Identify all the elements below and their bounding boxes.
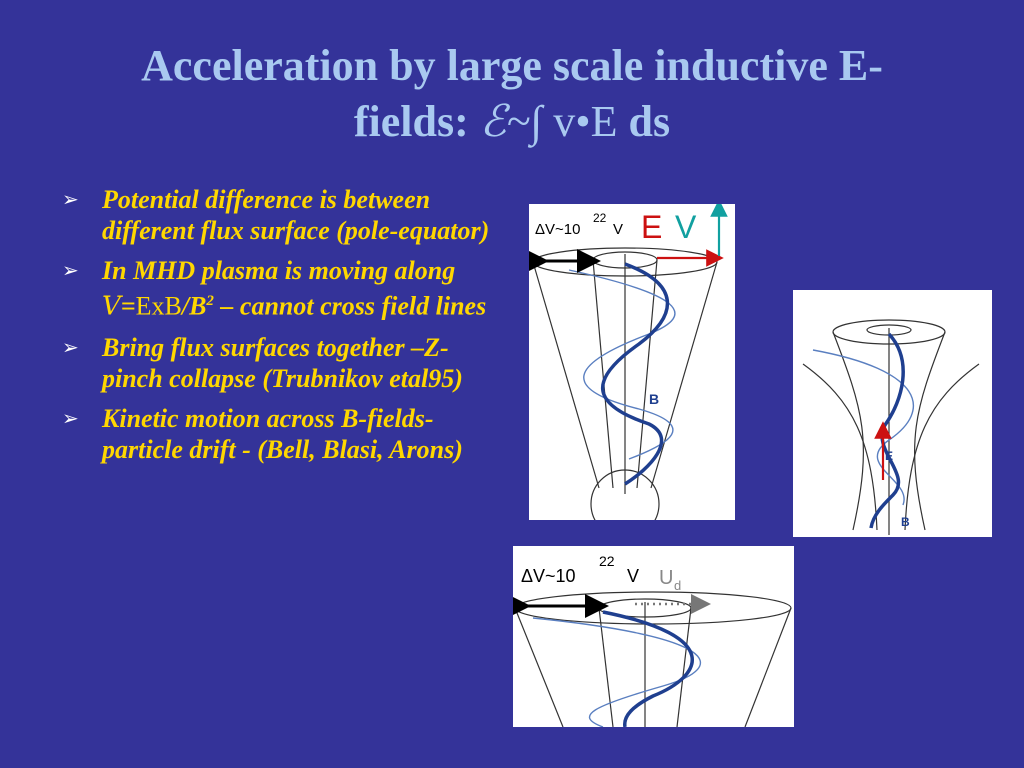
title-line-1: Acceleration by large scale inductive E- <box>141 41 883 90</box>
dv-label: ΔV~10 <box>535 221 580 238</box>
bullet-item: ➢ Bring flux surfaces together –Z-pinch … <box>62 332 502 394</box>
title-ds: ds <box>628 97 671 146</box>
slide-title: Acceleration by large scale inductive E-… <box>40 38 984 150</box>
bullet-text: Bring flux surfaces together –Z-pinch co… <box>102 332 463 393</box>
dv-label: ΔV~10 <box>521 566 576 586</box>
bullet-text-sup: 2 <box>206 293 214 309</box>
bullet-arrow-icon: ➢ <box>62 187 79 211</box>
bullet-item: ➢ In MHD plasma is moving along V=ExB/B2… <box>62 255 502 323</box>
b-field-label: B <box>649 391 659 407</box>
bullet-text-eq: = <box>120 291 136 321</box>
drift-velocity-label: U <box>659 567 673 589</box>
bullet-arrow-icon: ➢ <box>62 405 79 430</box>
bullet-text-tail: – cannot cross field lines <box>213 291 487 321</box>
v-vector-label: V <box>675 209 697 245</box>
e-field-label: E <box>885 449 893 463</box>
figure-particle-drift: ΔV~10 22 V U d <box>507 546 794 728</box>
figure-flux-cone: ΔV~10 22 V E V B <box>525 199 735 539</box>
bullet-item: ➢ Potential difference is between differ… <box>62 184 502 246</box>
z-pinch-diagram: E B <box>802 319 980 535</box>
bullet-list: ➢ Potential difference is between differ… <box>62 184 502 474</box>
bullet-text: Potential difference is between differen… <box>102 185 490 245</box>
bullet-text-pre: In MHD plasma is moving along <box>102 256 456 285</box>
dv-exponent: 22 <box>593 211 607 225</box>
figure-z-pinch: E B <box>793 290 992 537</box>
title-v-dot-e: v•E <box>542 97 629 146</box>
e-vector-label: E <box>641 209 662 245</box>
bullet-arrow-icon: ➢ <box>62 258 79 282</box>
dv-unit: V <box>627 566 639 586</box>
title-line-2-prefix: fields: <box>353 97 480 146</box>
dv-unit: V <box>613 221 623 238</box>
bullet-text-post: /B <box>181 291 207 321</box>
bullet-arrow-icon: ➢ <box>62 334 79 359</box>
bullet-text-exb: ExB <box>135 291 182 321</box>
dv-exponent: 22 <box>599 553 615 569</box>
bullet-text: Kinetic motion across B-fields- particle… <box>102 403 463 464</box>
flux-cone-diagram: ΔV~10 22 V E V B <box>525 199 728 539</box>
bullet-text-v: V <box>102 291 121 322</box>
bullet-item: ➢ Kinetic motion across B-fields- partic… <box>62 403 502 465</box>
b-field-label: B <box>901 515 910 529</box>
title-emf-symbol: ℰ~∫ <box>479 97 543 146</box>
drift-velocity-subscript: d <box>674 578 681 593</box>
particle-drift-diagram: ΔV~10 22 V U d <box>507 553 792 728</box>
